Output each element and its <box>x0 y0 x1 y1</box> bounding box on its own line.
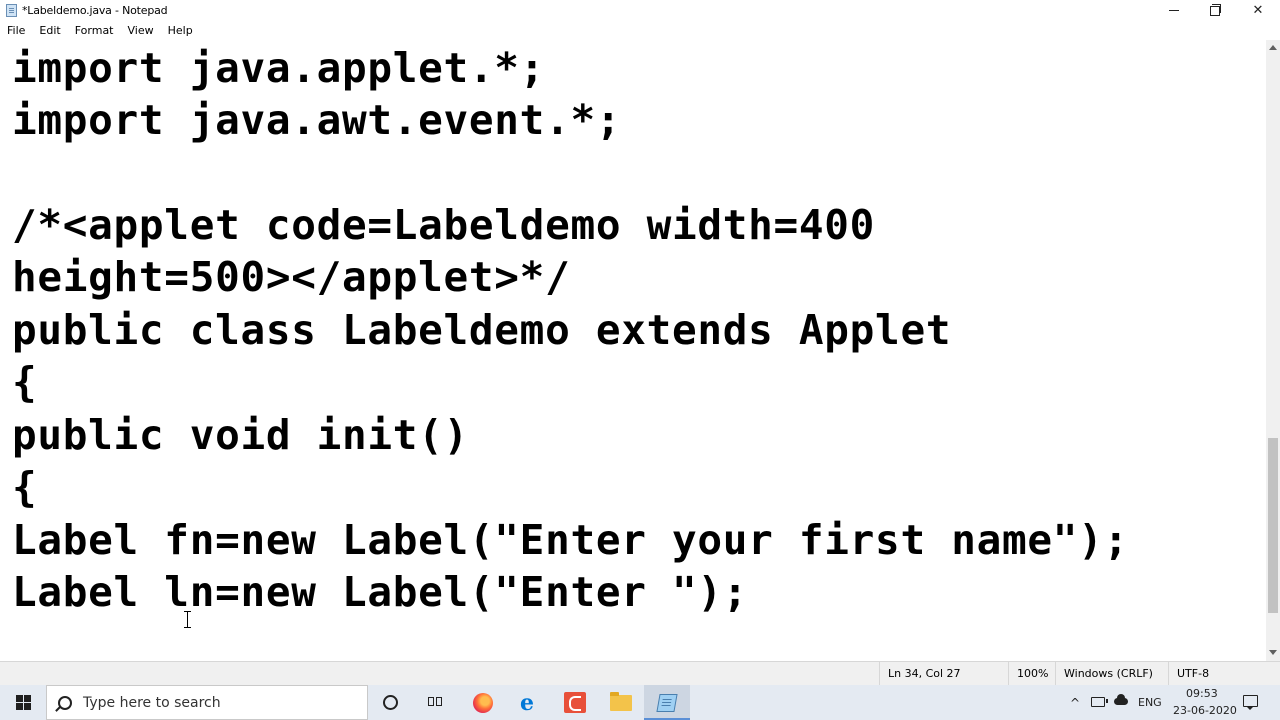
file-explorer-button[interactable] <box>598 685 644 720</box>
clock-time[interactable]: 09:53 <box>1186 687 1218 700</box>
menu-format[interactable]: Format <box>74 24 114 37</box>
status-cursor-position: Ln 34, Col 27 <box>879 662 1015 685</box>
active-indicator <box>644 718 690 720</box>
codeblocks-icon <box>564 692 586 713</box>
cortana-icon <box>383 695 398 710</box>
menu-help[interactable]: Help <box>167 24 193 37</box>
scroll-up-icon[interactable] <box>1269 45 1277 50</box>
notification-icon[interactable] <box>1243 695 1258 710</box>
task-view-button[interactable] <box>414 685 460 720</box>
code-line: public void init() <box>12 411 469 459</box>
title-bar: *Labeldemo.java - Notepad ✕ <box>0 0 1280 21</box>
codeblocks-button[interactable] <box>552 685 598 720</box>
search-icon <box>58 696 72 710</box>
code-line: { <box>12 358 38 406</box>
cortana-button[interactable] <box>368 685 414 720</box>
notepad-icon <box>656 694 678 712</box>
start-button[interactable] <box>0 685 46 720</box>
status-zoom: 100% <box>1008 662 1055 685</box>
onedrive-icon[interactable] <box>1114 694 1128 705</box>
code-line: import java.awt.event.*; <box>12 96 622 144</box>
taskbar-search-box[interactable]: Type here to search <box>46 685 368 720</box>
code-line: Label ln=new Label("Enter "); <box>12 568 749 616</box>
code-line: /*<applet code=Labeldemo width=400 <box>12 201 876 249</box>
code-line: { <box>12 463 38 511</box>
task-view-icon <box>428 695 443 708</box>
vertical-scrollbar[interactable] <box>1266 40 1280 661</box>
close-icon: ✕ <box>1252 3 1264 18</box>
scroll-down-icon[interactable] <box>1269 650 1277 655</box>
restore-button[interactable] <box>1192 0 1238 21</box>
ibeam-cursor-icon <box>184 611 191 628</box>
text-editor[interactable]: import java.applet.*; import java.awt.ev… <box>0 40 1266 661</box>
code-line: public class Labeldemo extends Applet <box>12 306 952 354</box>
taskbar: Type here to search e ^ ENG 09:53 23-06-… <box>0 685 1280 720</box>
status-encoding: UTF-8 <box>1168 662 1280 685</box>
menu-file[interactable]: File <box>7 24 26 37</box>
clock-date[interactable]: 23-06-2020 <box>1173 704 1237 717</box>
close-button[interactable]: ✕ <box>1235 0 1280 21</box>
firefox-icon <box>473 693 493 713</box>
window-title: *Labeldemo.java - Notepad <box>22 4 168 17</box>
edge-button[interactable]: e <box>506 685 552 720</box>
status-line-ending: Windows (CRLF) <box>1055 662 1168 685</box>
windows-logo-icon <box>16 695 31 710</box>
code-line: Label fn=new Label("Enter your first nam… <box>12 516 1129 564</box>
minimize-icon <box>1169 10 1179 11</box>
notepad-icon <box>6 4 17 17</box>
menu-bar: File Edit Format View Help <box>0 21 1280 40</box>
language-indicator[interactable]: ENG <box>1138 696 1162 709</box>
search-placeholder: Type here to search <box>83 695 221 711</box>
menu-view[interactable]: View <box>127 24 154 37</box>
battery-icon[interactable] <box>1091 697 1108 707</box>
firefox-button[interactable] <box>460 685 506 720</box>
restore-icon <box>1210 3 1221 16</box>
notepad-taskbar-button[interactable] <box>644 685 690 720</box>
chevron-up-icon[interactable]: ^ <box>1070 696 1081 710</box>
folder-icon <box>610 692 632 711</box>
code-line: height=500></applet>*/ <box>12 253 571 301</box>
edge-icon: e <box>520 690 534 716</box>
status-bar: Ln 34, Col 27 100% Windows (CRLF) UTF-8 <box>0 661 1280 685</box>
menu-edit[interactable]: Edit <box>39 24 61 37</box>
scroll-thumb[interactable] <box>1268 438 1278 613</box>
code-line: import java.applet.*; <box>12 44 546 92</box>
minimize-button[interactable] <box>1151 0 1197 21</box>
